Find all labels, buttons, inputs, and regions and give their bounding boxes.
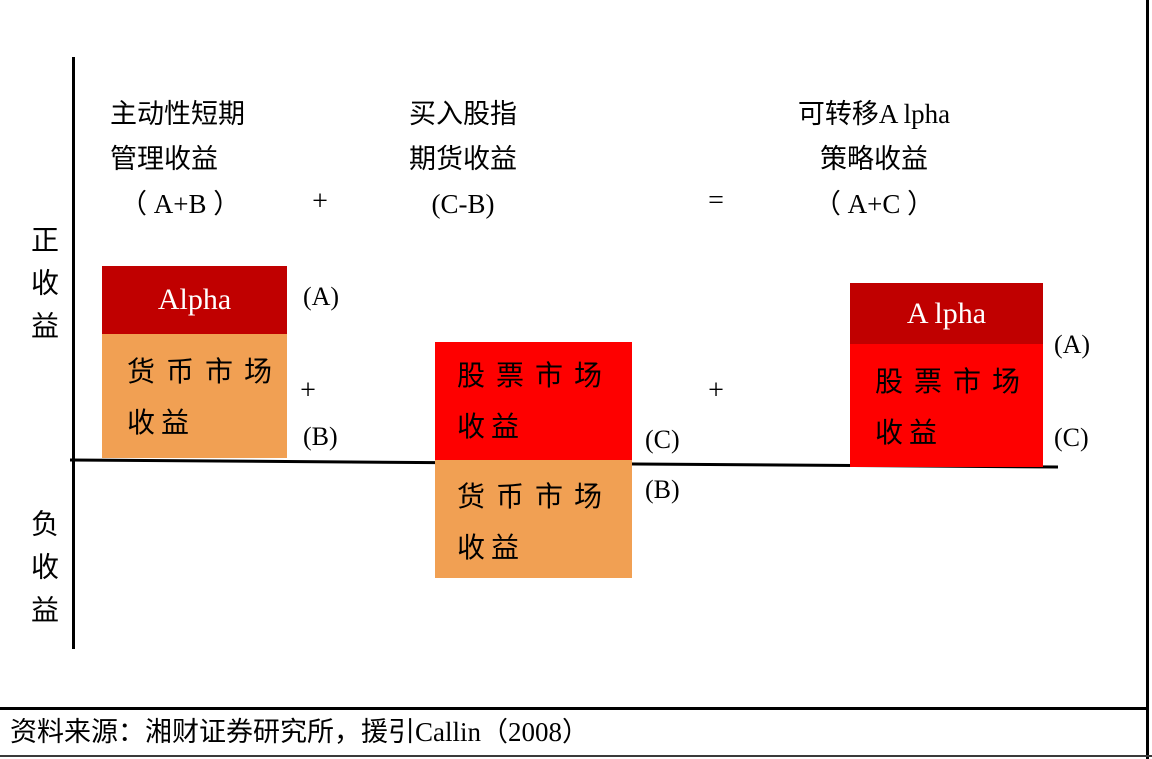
header-middle-line2: 期货收益 xyxy=(409,144,517,174)
header-left-formula: （ A+B ） xyxy=(120,189,241,219)
right-marker-a: (A) xyxy=(1054,330,1091,359)
y-axis-label-positive: 正收益 xyxy=(27,225,58,354)
header-right-line2: 策略收益 xyxy=(820,144,928,174)
left-money-market-line2: 收益 xyxy=(127,408,196,439)
left-marker-a: (A) xyxy=(303,282,340,311)
page-right-border xyxy=(1146,0,1149,759)
middle-stock-market-line1: 股票市场 xyxy=(457,361,614,392)
right-alpha-box: A lpha xyxy=(850,283,1043,344)
y-axis-label-negative: 负收益 xyxy=(27,509,58,638)
middle-stock-market-line2: 收益 xyxy=(457,412,526,443)
left-marker-b: (B) xyxy=(303,422,338,451)
header-right-formula: （ A+C ） xyxy=(813,189,935,219)
middle-money-market-box: 货币市场 收益 xyxy=(435,460,632,578)
right-stock-market-line2: 收益 xyxy=(875,418,944,449)
header-middle-formula: (C-B) xyxy=(431,189,495,219)
middle-money-market-line1: 货币市场 xyxy=(457,482,614,513)
right-marker-c: (C) xyxy=(1054,423,1089,452)
left-group-plus-operator: + xyxy=(300,375,316,406)
right-stock-market-line1: 股票市场 xyxy=(875,367,1032,398)
header-right-term: 可转移A lpha 策略收益 （ A+C ） xyxy=(754,92,994,227)
header-left-line1: 主动性短期 xyxy=(110,99,245,129)
source-separator-line xyxy=(0,707,1148,710)
header-equals-operator: = xyxy=(708,185,724,216)
left-alpha-box-label: Alpha xyxy=(157,283,232,316)
header-plus-operator: + xyxy=(312,186,328,217)
y-axis-line xyxy=(72,57,75,649)
page-bottom-border xyxy=(0,755,1152,757)
middle-group-plus-operator: + xyxy=(708,375,724,406)
left-money-market-box: 货币市场 收益 xyxy=(102,334,287,458)
right-alpha-box-label: A lpha xyxy=(906,297,987,330)
left-alpha-box: Alpha xyxy=(102,266,287,334)
left-money-market-line1: 货币市场 xyxy=(127,357,284,388)
header-middle-line1: 买入股指 xyxy=(409,99,517,129)
header-left-line2: 管理收益 xyxy=(110,144,218,174)
middle-marker-c: (C) xyxy=(645,425,680,454)
header-left-term: 主动性短期 管理收益 （ A+B ） xyxy=(110,92,245,227)
source-note: 资料来源：湘财证券研究所，援引Callin（2008） xyxy=(10,717,589,747)
right-stock-market-box: 股票市场 收益 xyxy=(850,344,1043,467)
header-middle-term: 买入股指 期货收益 (C-B) xyxy=(393,92,533,227)
middle-stock-market-box: 股票市场 收益 xyxy=(435,342,632,460)
header-right-line1: 可转移A lpha xyxy=(797,99,951,129)
middle-marker-b: (B) xyxy=(645,475,680,504)
middle-money-market-line2: 收益 xyxy=(457,533,526,564)
